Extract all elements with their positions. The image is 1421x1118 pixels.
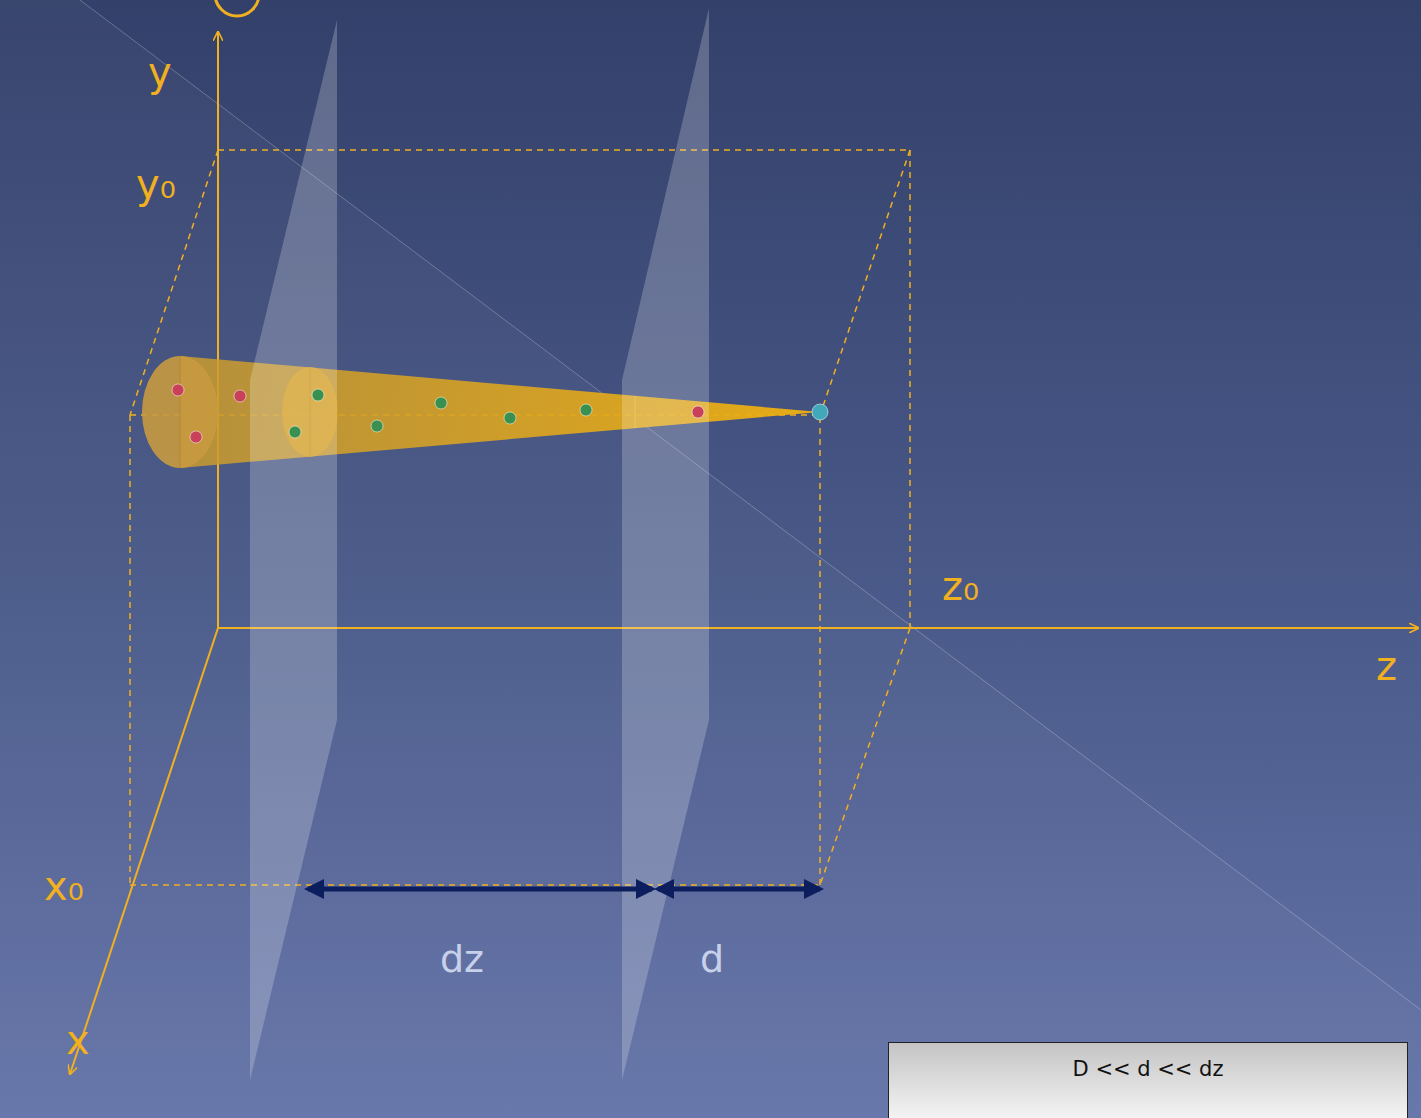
- particles: [172, 384, 828, 443]
- cone: [142, 356, 820, 468]
- axis-label: y: [148, 52, 172, 92]
- dashed-box: [130, 150, 910, 885]
- plane: [250, 20, 337, 1080]
- dimension-arrows: [308, 887, 820, 892]
- dimension-label: d: [700, 940, 724, 978]
- note-text: D << d << dz: [1073, 1043, 1224, 1081]
- note-box: D << d << dz: [888, 1042, 1408, 1118]
- axis-label: x: [66, 1020, 90, 1060]
- corner-circle: [215, 0, 259, 16]
- axis-label: y₀: [136, 164, 176, 204]
- axis-label: z₀: [942, 566, 979, 606]
- plane: [622, 8, 709, 1080]
- axis-label: z: [1376, 646, 1397, 686]
- dimension-label: dz: [440, 940, 484, 978]
- axis-label: x₀: [44, 866, 84, 906]
